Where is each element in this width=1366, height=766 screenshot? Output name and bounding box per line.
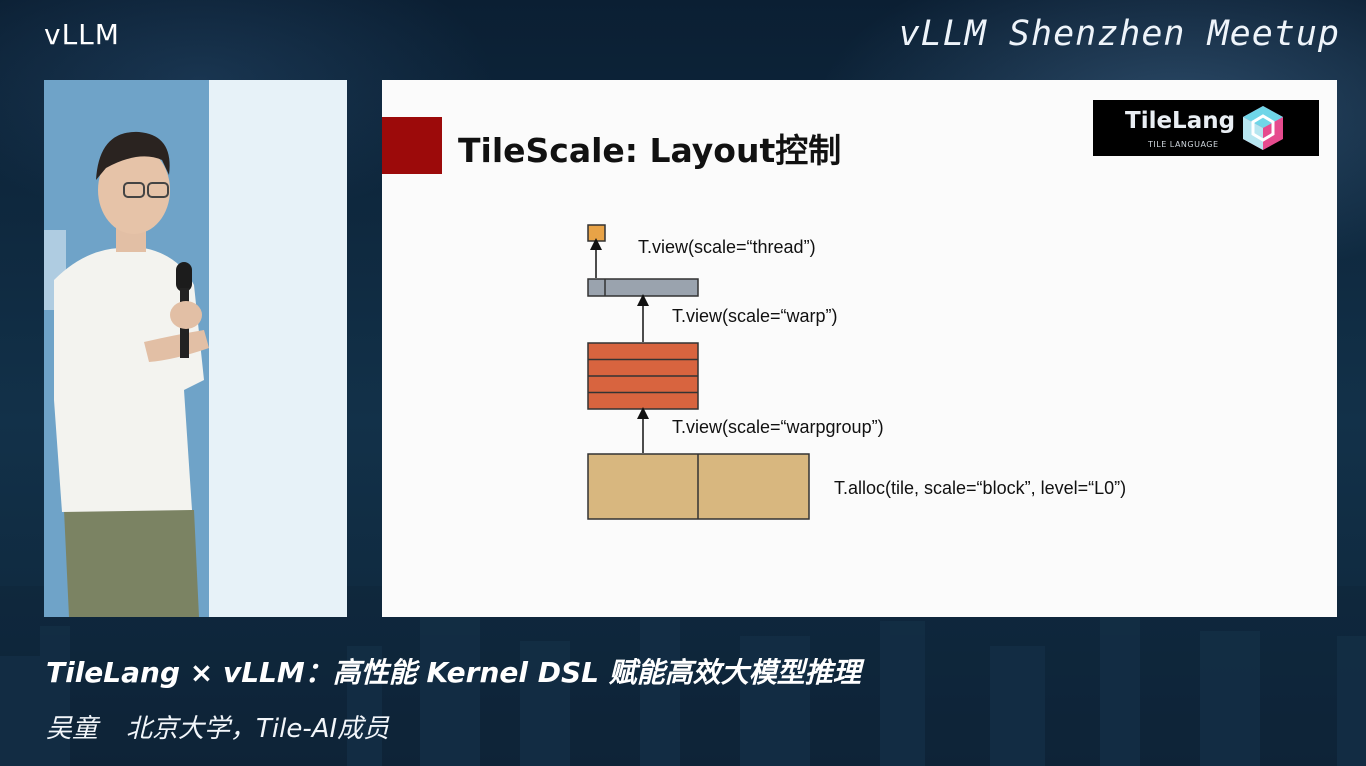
talk-title-caption: TileLang × vLLM：高性能 Kernel DSL 赋能高效大模型推理 — [46, 656, 861, 689]
warp-view-label: T.view(scale=“warp”) — [672, 306, 838, 326]
tilelang-cube-icon — [1243, 106, 1283, 150]
speaker-caption: 吴童北京大学，Tile-AI成员 — [46, 708, 389, 745]
speaker-name: 吴童 — [46, 714, 99, 744]
warpgroup-view-label: T.view(scale=“warpgroup”) — [672, 417, 884, 437]
speaker-video-feed — [44, 80, 347, 617]
thread-view-label: T.view(scale=“thread”) — [638, 237, 816, 257]
slide-title: TileScale: Layout控制 — [458, 131, 842, 170]
vllm-brand-logo: vLLM — [44, 18, 120, 51]
warpgroup-tile — [587, 342, 699, 410]
speaker-figure — [44, 80, 347, 617]
presentation-slide: TileScale: Layout控制 TileLang TILE LANGUA… — [382, 80, 1337, 617]
speaker-affiliation: 北京大学，Tile-AI成员 — [126, 714, 390, 744]
block-alloc-label: T.alloc(tile, scale=“block”, level=“L0”) — [834, 478, 1127, 498]
tilelang-logo: TileLang TILE LANGUAGE — [1093, 100, 1319, 156]
thread-tile — [587, 224, 606, 242]
tilelang-logo-wordmark: TileLang — [1125, 108, 1236, 134]
layout-hierarchy-diagram — [587, 224, 810, 520]
tilelang-logo-subtitle: TILE LANGUAGE — [1148, 140, 1219, 149]
block-tile — [587, 453, 810, 520]
slide-title-accent-bar — [382, 117, 442, 174]
event-title: vLLM Shenzhen Meetup — [898, 14, 1340, 54]
